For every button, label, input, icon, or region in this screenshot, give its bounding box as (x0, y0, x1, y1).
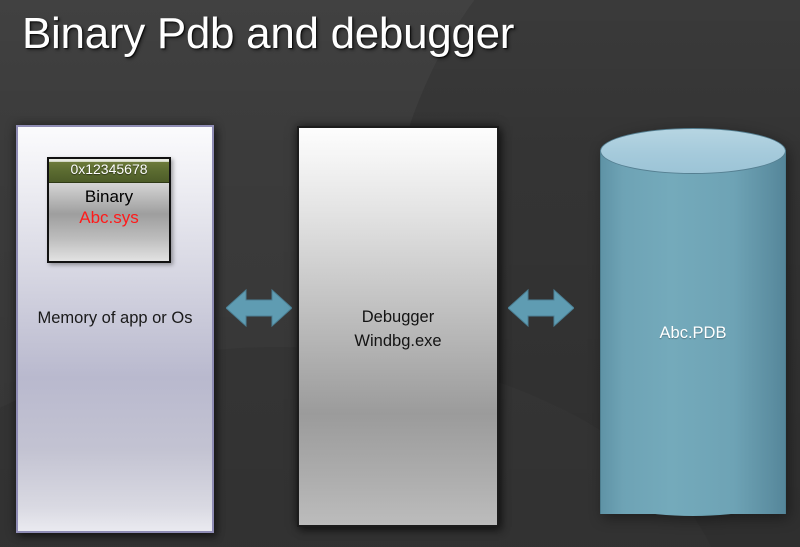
cylinder-top-ellipse (600, 128, 786, 174)
debugger-box-label: Debugger Windbg.exe (299, 306, 497, 354)
debugger-box[interactable]: Debugger Windbg.exe (297, 126, 499, 527)
debugger-name-line: Debugger (361, 308, 435, 326)
binary-module-box[interactable]: 0x12345678 Binary Abc.sys (47, 157, 171, 263)
memory-box[interactable]: 0x12345678 Binary Abc.sys Memory of app … (16, 125, 214, 533)
memory-box-label: Memory of app or Os (37, 309, 193, 327)
connector-debugger-to-pdb[interactable] (508, 285, 574, 331)
double-arrow-horizontal-icon (226, 288, 292, 328)
cylinder-body (600, 150, 786, 514)
double-arrow-horizontal-icon (508, 288, 574, 328)
pdb-cylinder[interactable]: Abc.PDB (600, 128, 786, 536)
binary-file-label: Abc.sys (79, 208, 139, 227)
connector-memory-to-debugger[interactable] (226, 285, 292, 331)
binary-address-label: 0x12345678 (49, 159, 169, 183)
binary-kind-label: Binary (84, 187, 134, 206)
slide-title: Binary Pdb and debugger (22, 9, 515, 58)
debugger-exe-line: Windbg.exe (354, 331, 442, 350)
pdb-label: Abc.PDB (659, 324, 727, 342)
